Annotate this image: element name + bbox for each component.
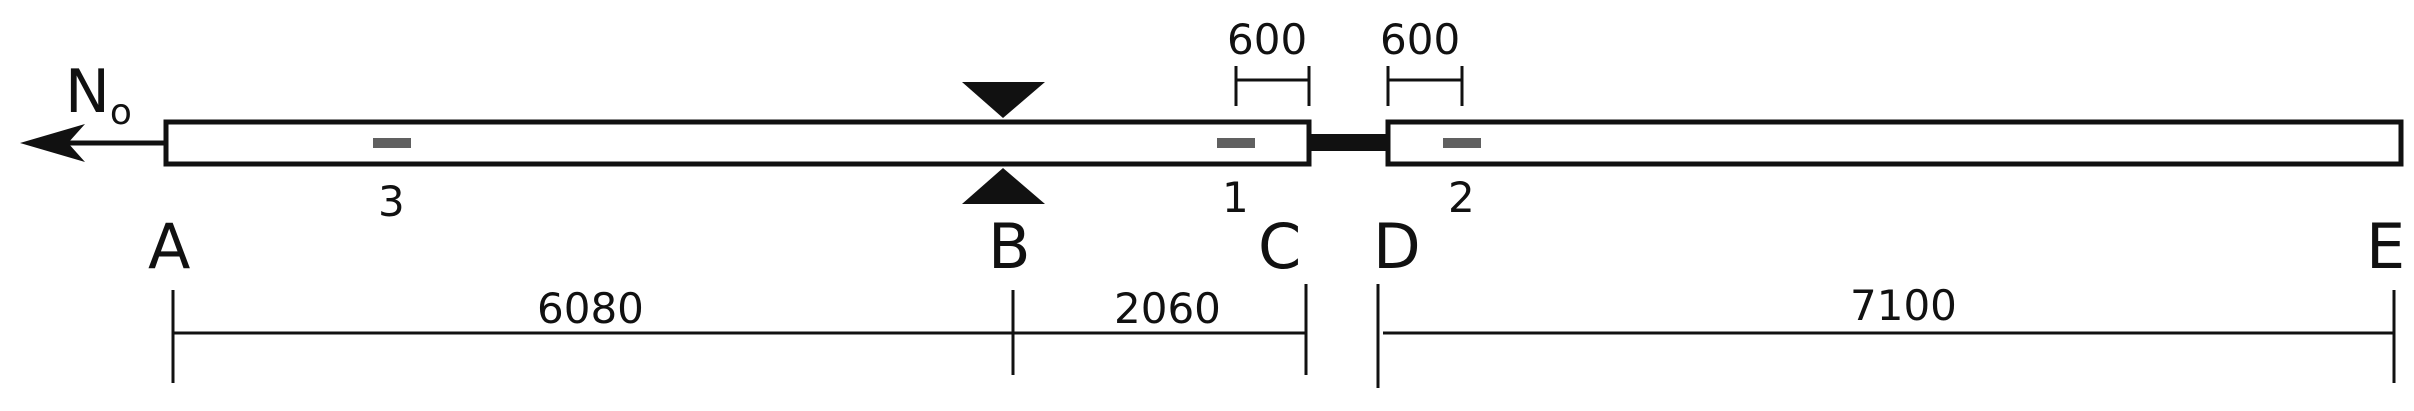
strain-gauge-2: [1443, 138, 1481, 148]
dimension-de: 7100: [1850, 281, 1957, 330]
gauge-label-2: 2: [1448, 173, 1475, 222]
gauge-dimension-right-value: 600: [1380, 15, 1460, 64]
gauge-dimension-left-value: 600: [1227, 15, 1307, 64]
support-b: [962, 82, 1045, 204]
strain-gauge-3: [373, 138, 411, 148]
point-label-e: E: [2366, 210, 2405, 283]
gauge-label-1: 1: [1222, 173, 1249, 222]
axial-force-arrow: [20, 124, 164, 162]
force-arrowhead-icon: [20, 124, 85, 162]
support-top-triangle-icon: [962, 82, 1045, 118]
force-label: No: [65, 57, 132, 133]
point-label-d: D: [1373, 210, 1421, 283]
beam-segment-right: [1385, 119, 2404, 167]
point-label-c: C: [1258, 210, 1301, 283]
support-bottom-triangle-icon: [962, 168, 1045, 204]
dimension-ab: 6080: [537, 284, 644, 333]
dimension-lines: [171, 284, 2396, 388]
dimension-bc: 2060: [1114, 284, 1221, 333]
gauge-label-3: 3: [378, 177, 405, 226]
gauge-dimension-right: [1386, 66, 1464, 106]
beam-segment-left: [163, 119, 1312, 167]
gauge-dimension-left: [1234, 66, 1311, 106]
strain-gauge-1: [1217, 138, 1255, 148]
point-label-b: B: [988, 210, 1031, 283]
beam-connector: [1309, 134, 1388, 151]
point-label-a: A: [148, 210, 190, 283]
